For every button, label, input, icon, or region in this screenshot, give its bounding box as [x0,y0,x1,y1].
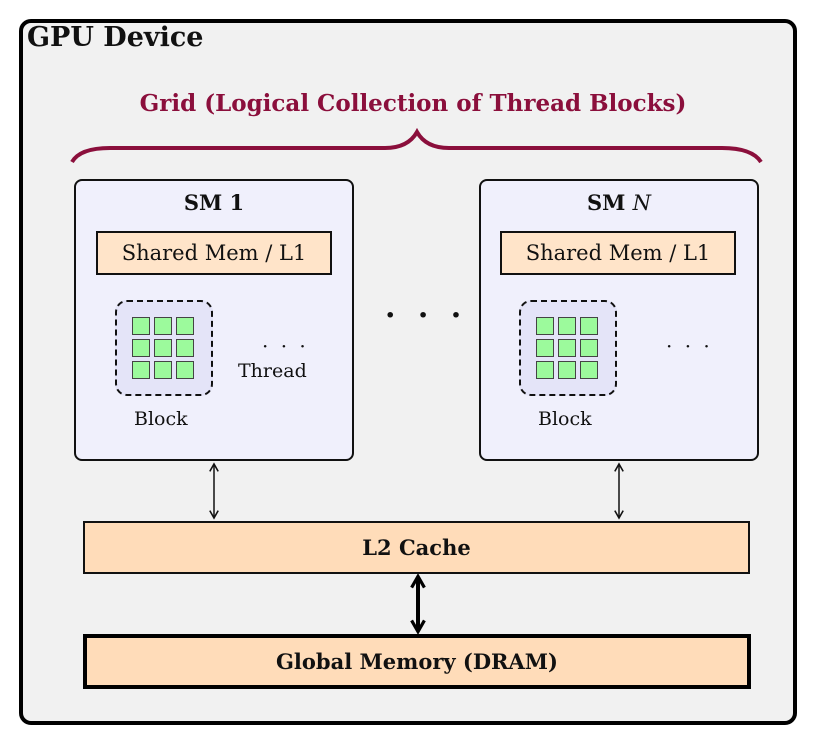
sm-1-title: SM 1 [74,190,354,215]
thread-cell [558,317,576,335]
more-sms-ellipsis: · · · [385,298,468,333]
sm-1-title-prefix: SM [183,190,223,215]
sm-n-title-suffix: N [632,191,652,215]
thread-cell [536,339,554,357]
sm-n-title-prefix: SM [586,190,626,215]
thread-cell [154,339,172,357]
sm-1-thread-grid [132,317,194,379]
sm-1-block-label: Block [134,408,188,430]
thread-cell [536,317,554,335]
thread-label: Thread [238,360,307,382]
thread-cell [132,339,150,357]
sm-1-shared-mem: Shared Mem / L1 [96,231,332,275]
thread-cell [580,361,598,379]
thread-cell [154,317,172,335]
sm-n-thread-grid [536,317,598,379]
grid-title: Grid (Logical Collection of Thread Block… [139,90,687,117]
thread-cell [176,339,194,357]
gpu-device-title: GPU Device [27,22,204,53]
sm-n-more-blocks-ellipsis: · · · [666,334,713,358]
thread-cell [580,339,598,357]
thread-cell [558,361,576,379]
thread-cell [154,361,172,379]
thread-cell [132,317,150,335]
l2-cache: L2 Cache [83,521,750,574]
thread-cell [580,317,598,335]
thread-cell [176,361,194,379]
thread-cell [536,361,554,379]
sm-n-title: SM N [479,190,759,215]
sm-n-shared-mem: Shared Mem / L1 [500,231,736,275]
thread-cell [132,361,150,379]
sm-1-title-suffix: 1 [229,190,245,215]
thread-cell [558,339,576,357]
global-memory: Global Memory (DRAM) [83,634,751,689]
sm-1-more-blocks-ellipsis: · · · [262,334,309,358]
sm-n-block-label: Block [538,408,592,430]
thread-cell [176,317,194,335]
grid-brace [70,127,763,164]
